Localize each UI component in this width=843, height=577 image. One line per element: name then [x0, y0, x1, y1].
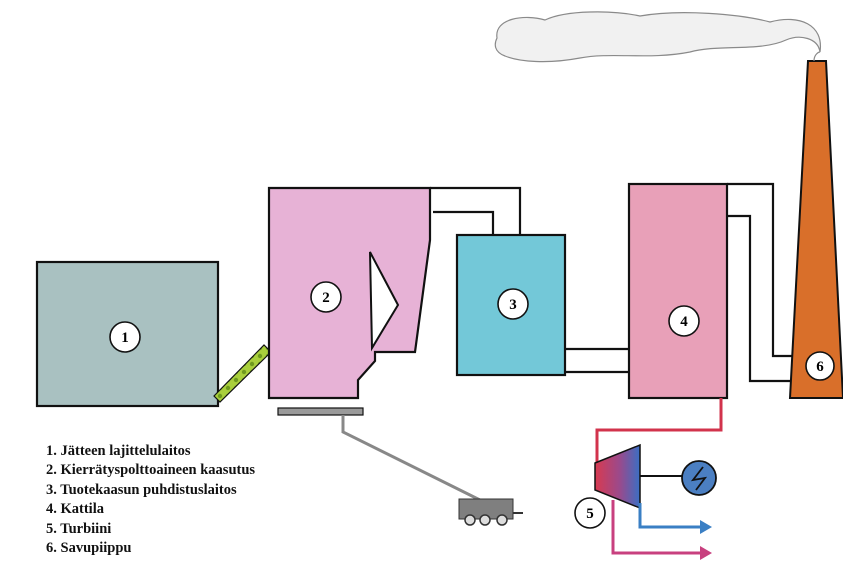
ash-conveyor-line [341, 415, 481, 502]
gas-pipe-2-to-3 [430, 186, 522, 235]
generator-icon [681, 460, 717, 496]
turbine [594, 443, 641, 510]
feed-conveyor [213, 344, 272, 403]
legend-item: 2. Kierrätyspolttoaineen kaasutus [46, 462, 256, 479]
marker-3: 3 [497, 288, 529, 320]
legend-item: 3. Tuotekaasun puhdistuslaitos [46, 481, 237, 498]
svg-text:3: 3 [509, 297, 517, 313]
legend-item: 1. Jätteen lajittelulaitos [46, 443, 191, 459]
svg-text:4: 4 [680, 314, 688, 330]
return-outlet-arrow [611, 500, 712, 560]
svg-text:6: 6 [816, 359, 824, 375]
chimney-smoke-wisp [813, 51, 821, 62]
marker-5: 5 [574, 497, 606, 529]
gas-pipe-3-to-4 [565, 347, 629, 374]
ash-truck-icon [458, 498, 523, 526]
legend-item: 5. Turbiini [46, 520, 112, 537]
svg-text:1: 1 [121, 330, 129, 346]
flue-pipe-4-to-6 [727, 182, 794, 383]
cyclone-separator [369, 251, 400, 352]
marker-2: 2 [310, 281, 342, 313]
marker-1: 1 [109, 321, 141, 353]
smoke-cloud [494, 11, 821, 63]
ash-grate [277, 407, 364, 416]
marker-4: 4 [668, 305, 700, 337]
legend: 1. Jätteen lajittelulaitos 2. Kierrätysp… [46, 442, 255, 558]
legend-item: 6. Savupiippu [46, 540, 132, 557]
steam-line [595, 398, 723, 468]
svg-text:2: 2 [322, 290, 330, 306]
boiler [627, 182, 729, 400]
marker-6: 6 [805, 351, 835, 381]
gasifier [267, 186, 432, 400]
chimney [788, 60, 843, 399]
water-outlet-arrow [638, 503, 712, 534]
svg-text:5: 5 [586, 506, 594, 522]
legend-item: 4. Kattila [46, 501, 104, 518]
